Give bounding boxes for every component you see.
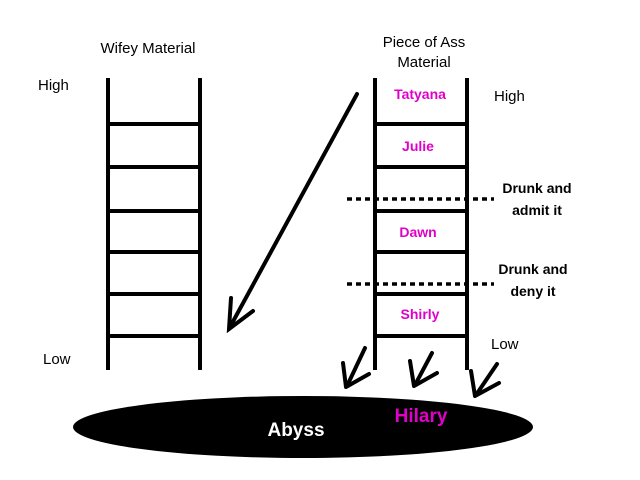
fall-arrows xyxy=(341,346,501,398)
fall-arrow xyxy=(341,346,371,389)
threshold-deny-label-line1: Drunk and xyxy=(498,261,567,277)
name-hilary: Hilary xyxy=(395,406,448,427)
piece-title-line1: Piece of Ass xyxy=(383,34,466,51)
threshold-deny-label-line2: deny it xyxy=(510,283,555,299)
wifey-ladder xyxy=(106,78,202,370)
name-tatyana: Tatyana xyxy=(394,86,446,102)
piece-low-label: Low xyxy=(491,336,519,353)
abyss-label: Abyss xyxy=(267,420,324,441)
wifey-title: Wifey Material xyxy=(100,40,195,57)
drop-arrow-head xyxy=(226,296,255,334)
fall-arrow xyxy=(469,362,501,398)
piece-high-label: High xyxy=(494,88,525,105)
wifey-high-label: High xyxy=(38,77,69,94)
name-shirly: Shirly xyxy=(401,306,440,322)
wifey-low-label: Low xyxy=(43,351,71,368)
fall-arrow xyxy=(408,351,439,388)
threshold-admit-label-line2: admit it xyxy=(512,202,562,218)
piece-title-line2: Material xyxy=(397,54,450,71)
abyss-ellipse xyxy=(73,396,533,458)
drop-arrow-shaft xyxy=(228,92,359,329)
name-dawn: Dawn xyxy=(399,224,436,240)
threshold-admit-label-line1: Drunk and xyxy=(502,180,571,196)
piece-ladder xyxy=(373,78,469,370)
name-julie: Julie xyxy=(402,138,434,154)
drop-arrow xyxy=(226,92,359,334)
